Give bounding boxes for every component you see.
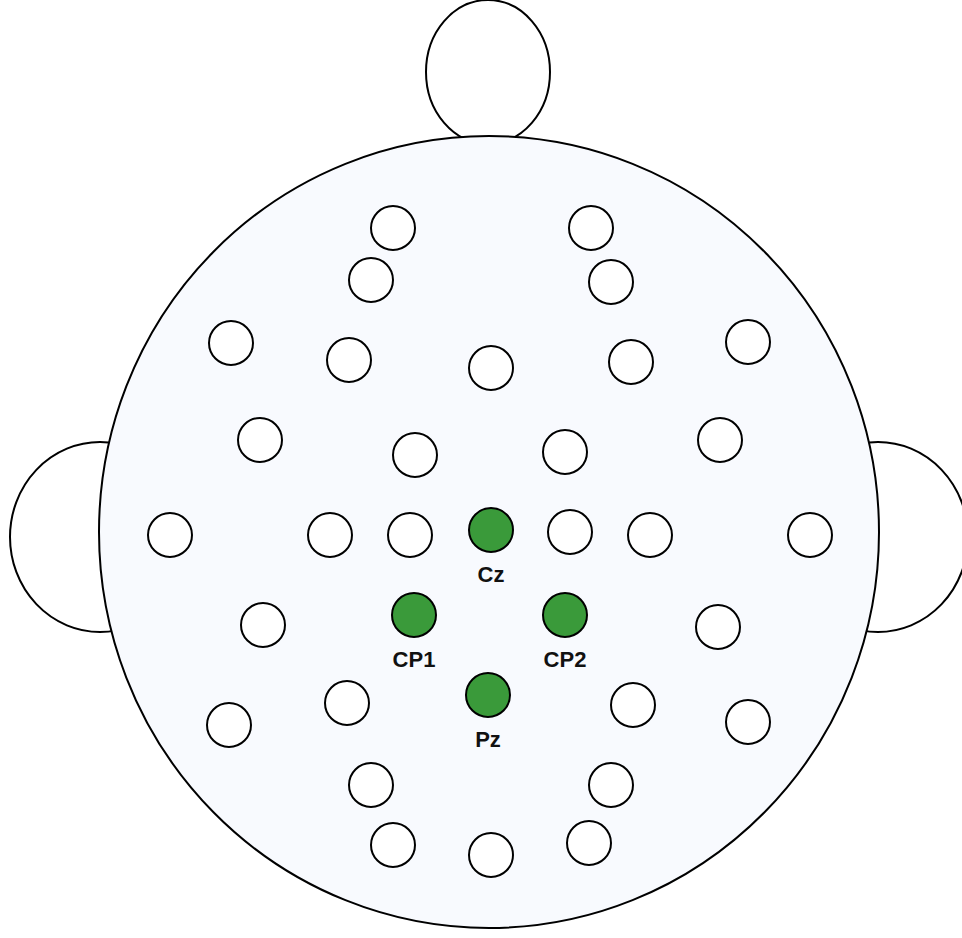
electrode-marker [464, 671, 512, 719]
nose [426, 0, 550, 144]
electrode-node: Cz [442, 506, 540, 587]
head [99, 136, 879, 928]
electrode-label: CP2 [516, 648, 614, 672]
electrode-label: CP1 [365, 648, 463, 672]
electrode-marker [541, 591, 589, 639]
electrode-group [148, 206, 832, 877]
electrode-marker [467, 506, 515, 554]
electrode-marker [390, 591, 438, 639]
electrode-label: Cz [442, 563, 540, 587]
electrode-node: CP2 [516, 591, 614, 672]
electrode-node: Pz [439, 671, 537, 752]
electrode-label: Pz [439, 728, 537, 752]
electrode-node: CP1 [365, 591, 463, 672]
